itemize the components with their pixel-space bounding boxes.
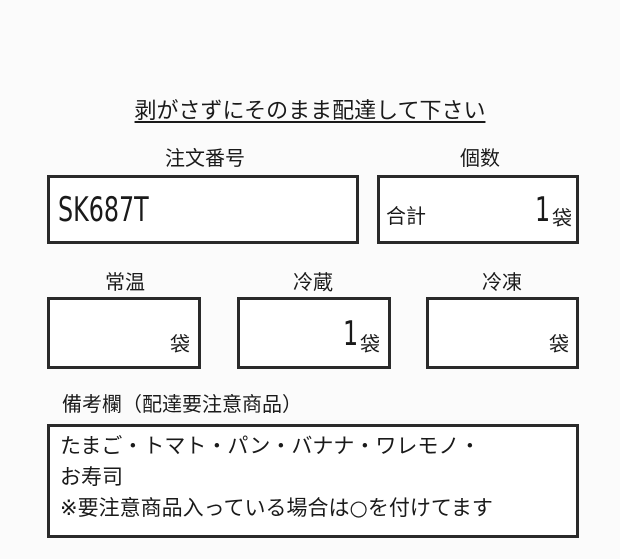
frozen-unit: 袋 bbox=[549, 332, 569, 356]
frozen-box: 袋 bbox=[426, 297, 579, 369]
count-value: 1 bbox=[535, 190, 551, 230]
remarks-line: たまご・トマト・パン・バナナ・ワレモノ・ bbox=[60, 434, 481, 458]
remarks-label: 備考欄（配達要注意商品） bbox=[62, 392, 302, 416]
total-label: 合計 bbox=[386, 204, 426, 228]
chilled-box: 1 袋 bbox=[237, 297, 391, 369]
remarks-box: たまご・トマト・パン・バナナ・ワレモノ・ お寿司 ※要注意商品入っている場合は○… bbox=[47, 424, 579, 538]
remarks-line: お寿司 bbox=[60, 465, 123, 489]
chilled-value: 1 bbox=[343, 314, 359, 354]
order-number-box: SK687T bbox=[47, 175, 359, 244]
ambient-box: 袋 bbox=[47, 297, 201, 369]
instruction-title: 剥がさずにそのまま配達して下さい bbox=[0, 93, 620, 125]
count-label: 個数 bbox=[460, 146, 500, 170]
instruction-title-text: 剥がさずにそのまま配達して下さい bbox=[134, 99, 486, 124]
count-unit: 袋 bbox=[552, 206, 572, 230]
chilled-unit: 袋 bbox=[360, 332, 380, 356]
chilled-label: 冷蔵 bbox=[293, 270, 333, 294]
count-box: 合計 1 袋 bbox=[377, 175, 579, 244]
remarks-note: ※要注意商品入っている場合は○を付けてます bbox=[60, 496, 493, 520]
order-number-value: SK687T bbox=[58, 190, 149, 230]
ambient-unit: 袋 bbox=[170, 332, 190, 356]
ambient-label: 常温 bbox=[105, 270, 145, 294]
order-number-label: 注文番号 bbox=[165, 146, 245, 170]
frozen-label: 冷凍 bbox=[482, 270, 522, 294]
